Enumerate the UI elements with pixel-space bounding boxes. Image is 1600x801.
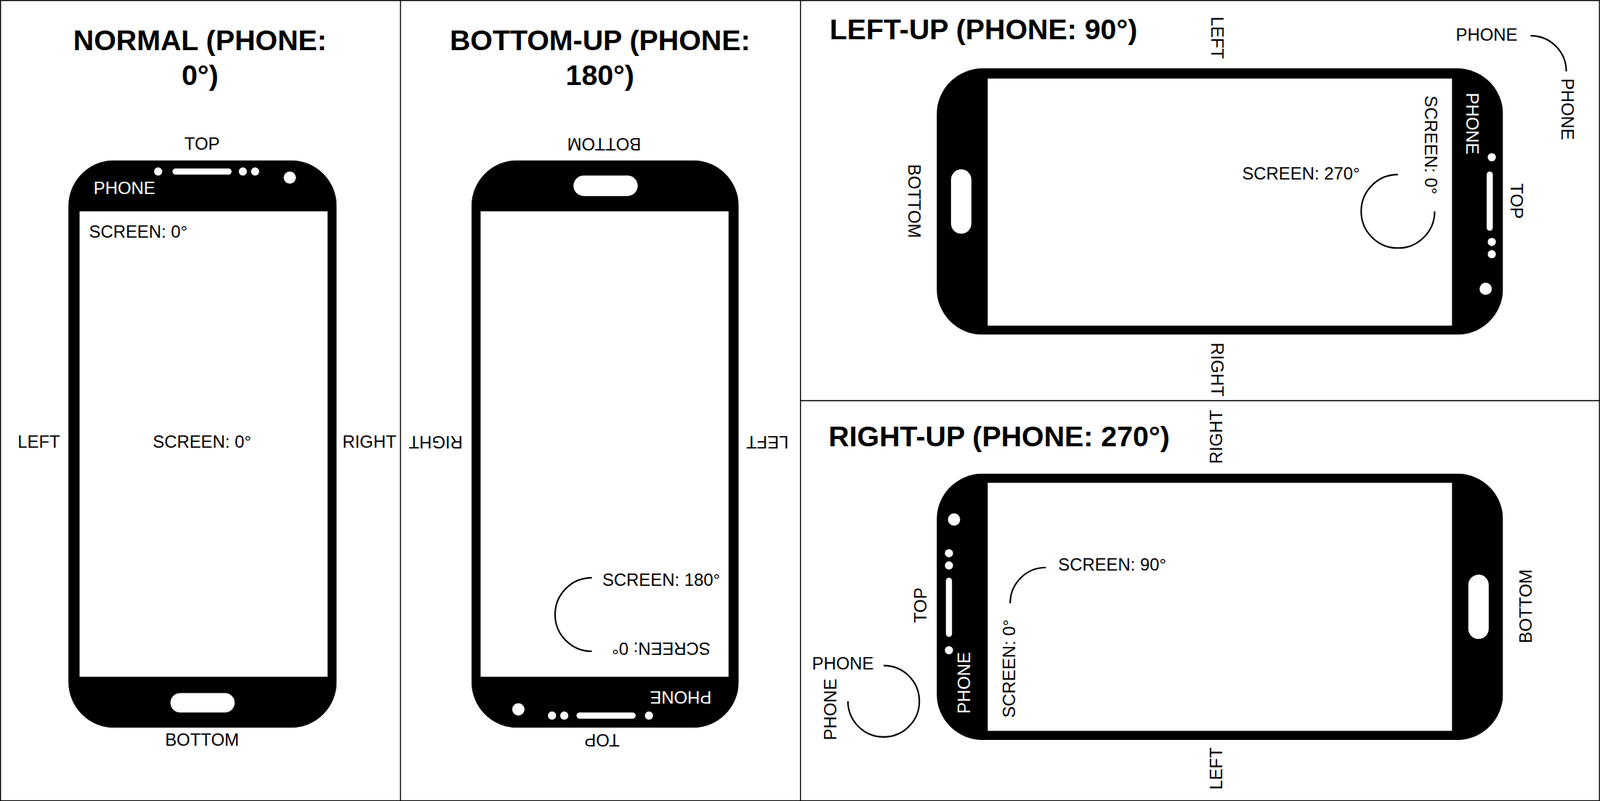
direction-label: RIGHT bbox=[1206, 409, 1228, 464]
sensor-dot bbox=[283, 171, 296, 184]
direction-label: RIGHT bbox=[342, 432, 397, 454]
sensor-dot bbox=[547, 711, 556, 720]
rotation-arrow-layer bbox=[987, 482, 1452, 731]
phone-body: PHONE SCREEN: 180° SCREEN: 0° bbox=[471, 159, 739, 728]
orientation-panel: NORMAL (PHONE: 0°)PHONESCREEN: 0°SCREEN:… bbox=[0, 0, 400, 801]
panel-title: NORMAL (PHONE: 0°) bbox=[67, 23, 333, 93]
sensor-dot bbox=[645, 711, 654, 720]
phone-label: PHONE bbox=[649, 685, 712, 707]
direction-label: TOP bbox=[911, 587, 933, 623]
sensor-dot bbox=[944, 549, 953, 558]
rotation-arrow bbox=[847, 665, 920, 737]
phone-button bbox=[573, 175, 638, 197]
phone-screen: SCREEN: 0° SCREEN: 270° bbox=[987, 78, 1452, 326]
phone-screen: SCREEN: 180° SCREEN: 0° bbox=[480, 211, 729, 677]
phone-shell bbox=[936, 473, 1503, 741]
direction-label: BOTTOM bbox=[164, 730, 240, 752]
phone-button bbox=[170, 693, 235, 713]
sensor-dot bbox=[1479, 282, 1492, 296]
direction-label: TOP bbox=[584, 728, 620, 750]
orientation-panel: BOTTOM-UP (PHONE: 180°) PHONE SCREEN: 180°… bbox=[399, 0, 800, 801]
screen-angle-label: SCREEN: 270° bbox=[1241, 164, 1360, 186]
rotation-arrow bbox=[1009, 567, 1046, 604]
direction-label: LEFT bbox=[746, 430, 789, 452]
rotation-arrow-layer bbox=[987, 78, 1452, 326]
phone-label: PHONE bbox=[93, 178, 156, 200]
direction-label: LEFT bbox=[1206, 746, 1228, 790]
panel-title: RIGHT-UP (PHONE: 270°) bbox=[828, 419, 1170, 454]
sensor-dot bbox=[250, 167, 259, 176]
direction-label: RIGHT bbox=[1206, 342, 1228, 397]
direction-label: BOTTOM bbox=[1516, 568, 1538, 644]
panel-title: LEFT-UP (PHONE: 90°) bbox=[829, 12, 1138, 47]
rotation-arrow bbox=[555, 577, 593, 652]
phone-button bbox=[1468, 574, 1489, 639]
phone-button bbox=[1486, 171, 1493, 231]
sensor-dot bbox=[948, 512, 961, 526]
phone-label: PHONE bbox=[954, 651, 976, 714]
phone-body: PHONE SCREEN: 0° SCREEN: 270° bbox=[936, 68, 1503, 335]
phone-button bbox=[576, 712, 636, 718]
sensor-dot bbox=[560, 711, 569, 720]
screen-angle-label: SCREEN: 0° bbox=[611, 636, 711, 658]
phone-screen: SCREEN: 90° SCREEN: 0° bbox=[987, 482, 1452, 731]
phone-button bbox=[172, 168, 232, 175]
sensor-dot bbox=[1487, 249, 1496, 258]
screen-angle-label: SCREEN: 0° bbox=[1419, 95, 1441, 195]
sensor-dot bbox=[512, 703, 525, 716]
phone-shell bbox=[936, 68, 1503, 335]
sensor-dot bbox=[1487, 153, 1496, 162]
sensor-dot bbox=[944, 645, 953, 654]
phone-body: PHONE SCREEN: 0° SCREEN: 0° bbox=[68, 159, 337, 728]
phone-shell bbox=[68, 159, 337, 728]
sensor-dot bbox=[1487, 237, 1496, 246]
phone-body: PHONE SCREEN: 90° SCREEN: 0° bbox=[936, 473, 1503, 741]
panel-divider bbox=[800, 399, 1600, 401]
phone-label: PHONE bbox=[1461, 92, 1483, 155]
screen-angle-label: SCREEN: 0° bbox=[999, 619, 1021, 718]
phone-button bbox=[951, 169, 972, 234]
direction-label: PHONE bbox=[821, 678, 843, 741]
panel-divider bbox=[399, 0, 401, 801]
phone-screen: SCREEN: 0° SCREEN: 0° bbox=[79, 211, 328, 677]
sensor-dot bbox=[239, 167, 248, 176]
direction-label: TOP bbox=[184, 134, 221, 156]
direction-label: BOTTOM bbox=[566, 132, 641, 154]
panel-title: BOTTOM-UP (PHONE: 180°) bbox=[446, 23, 753, 93]
sensor-dot bbox=[154, 167, 163, 176]
direction-label: BOTTOM bbox=[903, 164, 925, 239]
rotation-arrow bbox=[1530, 35, 1566, 72]
screen-angle-label: SCREEN: 0° bbox=[152, 432, 252, 454]
phone-button bbox=[946, 577, 952, 637]
direction-label: PHONE bbox=[1456, 25, 1518, 47]
screen-angle-label: SCREEN: 90° bbox=[1057, 555, 1167, 577]
direction-label: PHONE bbox=[811, 653, 874, 676]
phone-shell bbox=[471, 159, 739, 728]
sensor-dot bbox=[944, 560, 953, 569]
direction-label: LEFT bbox=[1206, 16, 1228, 59]
rotation-arrow-layer bbox=[480, 211, 729, 677]
direction-label: TOP bbox=[1504, 183, 1526, 219]
direction-label: RIGHT bbox=[408, 430, 463, 452]
screen-angle-label: SCREEN: 180° bbox=[602, 570, 721, 592]
direction-label: LEFT bbox=[17, 432, 60, 454]
direction-label: PHONE bbox=[1555, 78, 1577, 141]
screen-angle-label: SCREEN: 0° bbox=[88, 222, 188, 244]
